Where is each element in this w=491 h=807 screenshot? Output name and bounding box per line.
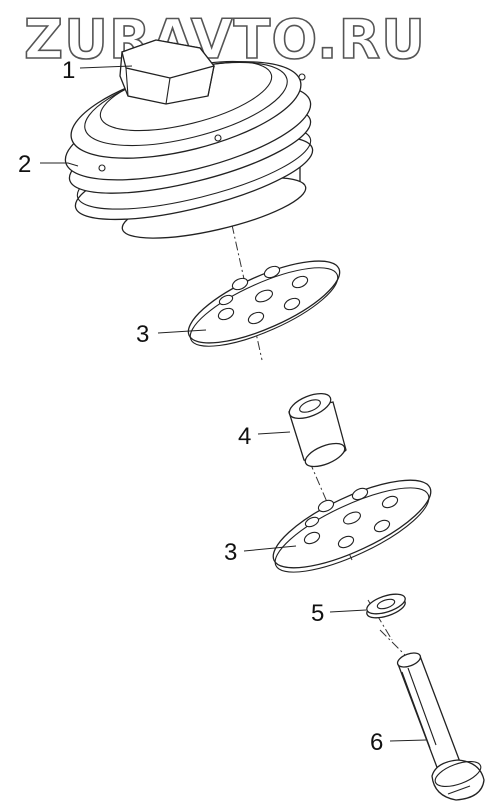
leader-4 [257, 431, 291, 435]
callout-3-lower: 3 [224, 539, 237, 566]
leader-1 [79, 65, 133, 69]
callout-3-upper: 3 [136, 321, 149, 348]
callout-1: 1 [62, 57, 75, 84]
part-4-spacer-tube [288, 392, 347, 468]
callout-4: 4 [238, 423, 251, 450]
leader-2 [40, 162, 79, 167]
part-5-washer [366, 593, 406, 619]
leader-3b [243, 545, 297, 552]
part-6-bolt [396, 652, 485, 801]
part-2-housing [64, 60, 314, 239]
part-3-lower-disc [272, 479, 432, 573]
watermark: ZURAVTO.RU [24, 8, 426, 71]
part-1-hex-head [119, 39, 216, 105]
leader-6 [389, 739, 427, 742]
part-3-upper-disc [187, 260, 341, 347]
leader-5 [329, 609, 367, 613]
callout-2: 2 [18, 151, 31, 178]
callout-6: 6 [370, 729, 383, 756]
leader-3a [157, 329, 207, 334]
callout-5: 5 [311, 600, 324, 627]
